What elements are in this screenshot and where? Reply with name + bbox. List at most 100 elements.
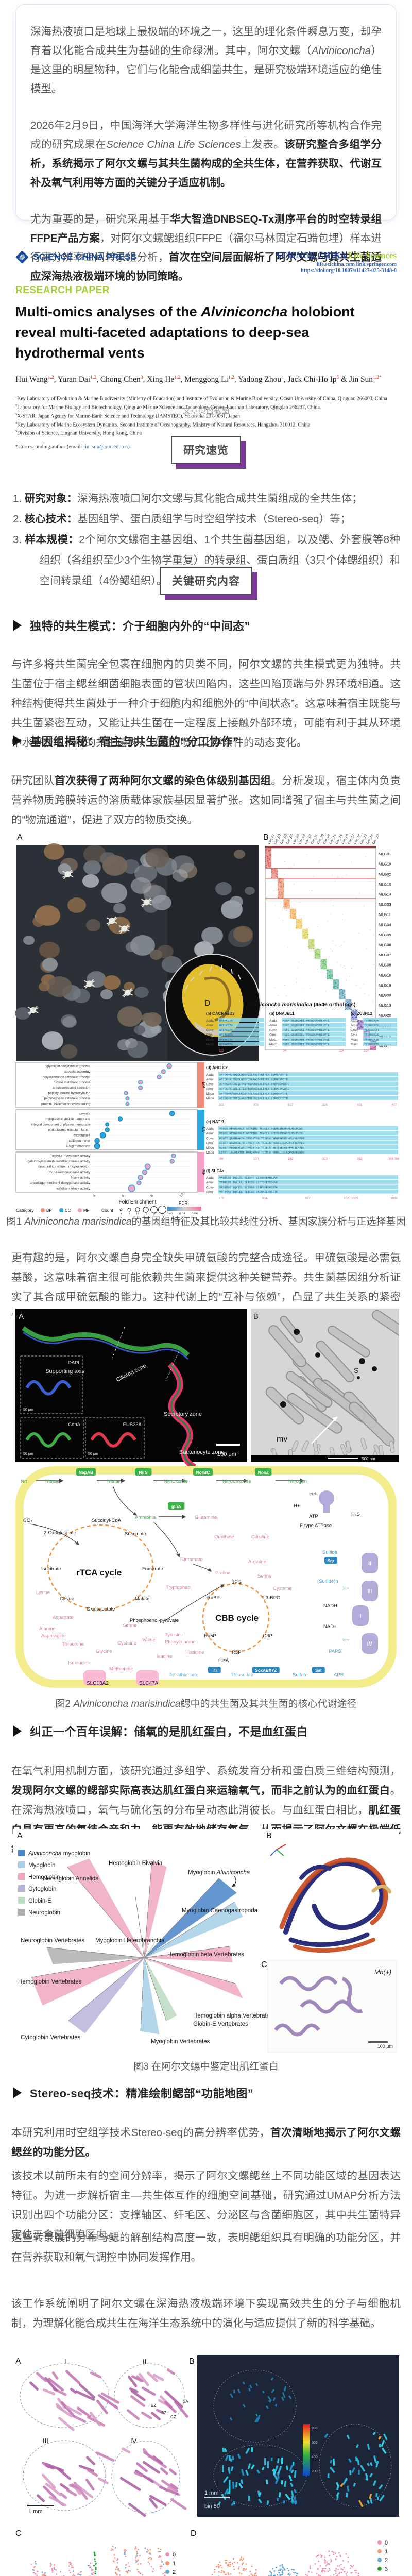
svg-text:Maco: Maco <box>206 1097 214 1100</box>
research-overview-box: 研究速览 <box>171 436 241 464</box>
section-heading-3: 纠正一个百年误解：储氧的是肌红蛋白，不是血红蛋白 <box>13 1723 308 1739</box>
svg-text:TYGNKCKIN: TYGNKCKIN <box>364 1038 379 1041</box>
svg-text:Glutamate: Glutamate <box>180 1557 203 1563</box>
svg-text:TFGNKCKLS: TFGNKCKLS <box>364 1033 379 1037</box>
svg-text:B: B <box>253 1312 259 1321</box>
intro-card: 深海热液喷口是地球上最极端的环境之一，这里的理化条件瞬息万变，却孕育着以化能合成… <box>15 4 397 282</box>
svg-text:352: 352 <box>357 1158 363 1161</box>
svg-text:Nitric oxide: Nitric oxide <box>164 1479 188 1484</box>
svg-text:Maco: Maco <box>269 1043 278 1046</box>
svg-text:Supporting axis: Supporting axis <box>45 1368 84 1375</box>
svg-text:SLC47A: SLC47A <box>139 1681 159 1686</box>
quick-box-wrap: 研究速览 <box>0 436 412 464</box>
svg-text:1 mm: 1 mm <box>204 2490 219 2496</box>
svg-text:peptidyl-proline hydroxylation: peptidyl-proline hydroxylation <box>48 1092 90 1095</box>
svg-text:Stha: Stha <box>351 1033 357 1037</box>
overview-item-1: 1. 研究对象：深海热液喷口阿尔文螺与其化能合成共生菌组成的全共生体； <box>13 493 363 504</box>
svg-text:Hemoglobin beta Vertebrates: Hemoglobin beta Vertebrates <box>167 1952 244 1958</box>
svg-text:365 366: 365 366 <box>388 1158 399 1161</box>
svg-text:Amar: Amar <box>351 1024 358 1027</box>
svg-text:AFYGGHKIEKEQLAASYTSLVSQSNLIYLK: AFYGGHKIEKEQLAASYTSLVSQSNLIYLK LEKGEVIDT… <box>219 1097 288 1100</box>
svg-text:Cove: Cove <box>206 1137 214 1140</box>
svg-text:VCGGS KPRKGRNLT AKTRIHS TCVELK: VCGGS KPRKGRNLT AKTRIHS TCVELK YEENGINSN… <box>219 1128 303 1131</box>
paper-header: SCIENCE CHINA PRESS SCIENCE CHINA Life S… <box>15 250 397 274</box>
svg-text:1: 1 <box>385 2549 388 2555</box>
svg-text:B: B <box>189 2357 195 2366</box>
screenshot-caption: 文章页面截图 <box>182 406 229 415</box>
svg-text:WYEHCQTA: WYEHCQTA <box>219 1020 233 1023</box>
svg-text:PAPS: PAPS <box>329 1649 341 1654</box>
svg-text:Myoglobin: Myoglobin <box>28 1862 55 1869</box>
journal-name: SCIENCE CHINA Life Sciences <box>276 250 397 260</box>
svg-text:Threonine: Threonine <box>62 1641 84 1647</box>
svg-text:Phosphoenol-pyruvate: Phosphoenol-pyruvate <box>130 1618 179 1623</box>
svg-text:C: C <box>15 2529 22 2538</box>
svg-text:BZ: BZ <box>151 2403 156 2408</box>
svg-text:Bacteriocyte zone: Bacteriocyte zone <box>179 1449 224 1455</box>
figure-2-caption: 图2 Alviniconcha marisindica鳃中的共生菌及其共生菌的核… <box>55 1699 357 1709</box>
svg-text:WFEACQTA: WFEACQTA <box>219 1033 233 1037</box>
svg-text:0.04: 0.04 <box>179 1213 185 1214</box>
svg-text:Succinate: Succinate <box>125 1531 146 1537</box>
svg-text:Cove: Cove <box>351 1028 358 1032</box>
svg-text:23: 23 <box>152 1213 156 1214</box>
svg-text:Amar: Amar <box>206 1181 214 1184</box>
journal-links[interactable]: life.scichina.com link.springer.com <box>316 262 397 267</box>
svg-text:I: I <box>359 1613 361 1619</box>
svg-text:SLC13A2: SLC13A2 <box>87 1681 109 1686</box>
svg-text:A: A <box>17 833 23 842</box>
svg-text:Maco: Maco <box>206 1151 214 1155</box>
doi-link[interactable]: https://doi.org/10.1007/s11427-025-3148-… <box>300 268 397 274</box>
section-heading-2: 基因组揭秘：宿主与共生菌的“分工协作” <box>13 733 239 749</box>
svg-text:leucine: leucine <box>157 1654 172 1659</box>
svg-text:TYGNKCKFH: TYGNKCKFH <box>364 1024 379 1027</box>
svg-text:Malate: Malate <box>135 1596 150 1602</box>
svg-text:I: I <box>64 2358 66 2365</box>
svg-text:collagen trimer: collagen trimer <box>69 1139 90 1143</box>
svg-text:Moco: Moco <box>206 1092 214 1096</box>
svg-text:Valine: Valine <box>142 1637 156 1643</box>
svg-text:FGGF GGQRDHEI PRGGDVVMDLHVTL: FGGF GGQRDHEI PRGGDVVMDLHVTL <box>283 1020 330 1023</box>
svg-text:Moco: Moco <box>206 1146 214 1150</box>
svg-text:D: D <box>191 2529 197 2538</box>
svg-text:Moco: Moco <box>206 1038 214 1042</box>
svg-text:10: 10 <box>179 1193 184 1198</box>
svg-text:VRSTMSD IQVICL SLIEGS LITPNEES: VRSTMSD IQVICL SLIEGS LITPNEESRSSTK <box>219 1186 278 1189</box>
svg-text:galactosylceramide sulfotransf: galactosylceramide sulfotransferase acti… <box>28 1160 91 1163</box>
svg-text:B: B <box>263 833 269 842</box>
svg-text:Stha: Stha <box>269 1033 276 1037</box>
svg-text:Cove: Cove <box>206 1028 214 1032</box>
svg-text:endoplasmic reticulum lumen: endoplasmic reticulum lumen <box>48 1128 90 1132</box>
svg-text:HisA: HisA <box>218 1658 229 1664</box>
svg-text:MLG19: MLG19 <box>379 862 391 867</box>
svg-text:B: B <box>266 1832 272 1840</box>
svg-text:309: 309 <box>253 1104 259 1107</box>
svg-text:sulfotransferase activity: sulfotransferase activity <box>56 1187 91 1191</box>
svg-text:VCGGS KPRKGRNLT AKTRIHS TCVELK: VCGGS KPRKGRNLT AKTRIHS TCVELK YEESGINSN… <box>219 1132 303 1136</box>
svg-text:Hemoglobin Bivalvia: Hemoglobin Bivalvia <box>109 1860 163 1867</box>
svg-text:Amar: Amar <box>269 1024 277 1027</box>
svg-text:Glycine: Glycine <box>96 1649 112 1654</box>
svg-text:113: 113 <box>219 1049 224 1053</box>
svg-text:800: 800 <box>312 2427 318 2430</box>
svg-text:LCGAT LGVKEKTGE RMHIKVHV TCIDL: LCGAT LGVKEKTGE RMHIKVHV TCIDLK YEDGLISL… <box>219 1151 304 1155</box>
svg-text:FGFG GDHRDREV PRGGDVVMDLDVTL: FGFG GDHRDREV PRGGDVVMDLDVTL <box>283 1033 330 1037</box>
svg-text:ConA: ConA <box>68 1422 80 1428</box>
svg-text:Nitrate: Nitrate <box>45 1479 60 1484</box>
svg-text:Ornithine: Ornithine <box>214 1534 234 1540</box>
svg-text:Hemoglobin Annelida: Hemoglobin Annelida <box>43 1876 99 1882</box>
svg-text:3: 3 <box>385 2566 388 2572</box>
svg-text:SZ: SZ <box>161 2411 166 2415</box>
svg-text:TSASSCTTT: TSASSCTTT <box>364 1029 380 1032</box>
svg-text:MLG01: MLG01 <box>379 852 391 856</box>
svg-text:fucose metabolic process: fucose metabolic process <box>54 1081 90 1084</box>
svg-text:MF: MF <box>83 1208 90 1213</box>
svg-text:162: 162 <box>288 1158 294 1161</box>
svg-text:Lysine: Lysine <box>36 1590 50 1596</box>
svg-text:FGFG GGQQRDEI PRGGDVVMDLDVTL: FGFG GGQQRDEI PRGGDVVMDLDVTL <box>283 1029 330 1032</box>
svg-text:A: A <box>19 1312 24 1321</box>
svg-text:integral component of plasma m: integral component of plasma membrane <box>31 1123 91 1126</box>
svg-text:MLG02: MLG02 <box>379 872 391 876</box>
svg-text:EUB338: EUB338 <box>123 1422 141 1428</box>
svg-text:S: S <box>354 1366 358 1375</box>
